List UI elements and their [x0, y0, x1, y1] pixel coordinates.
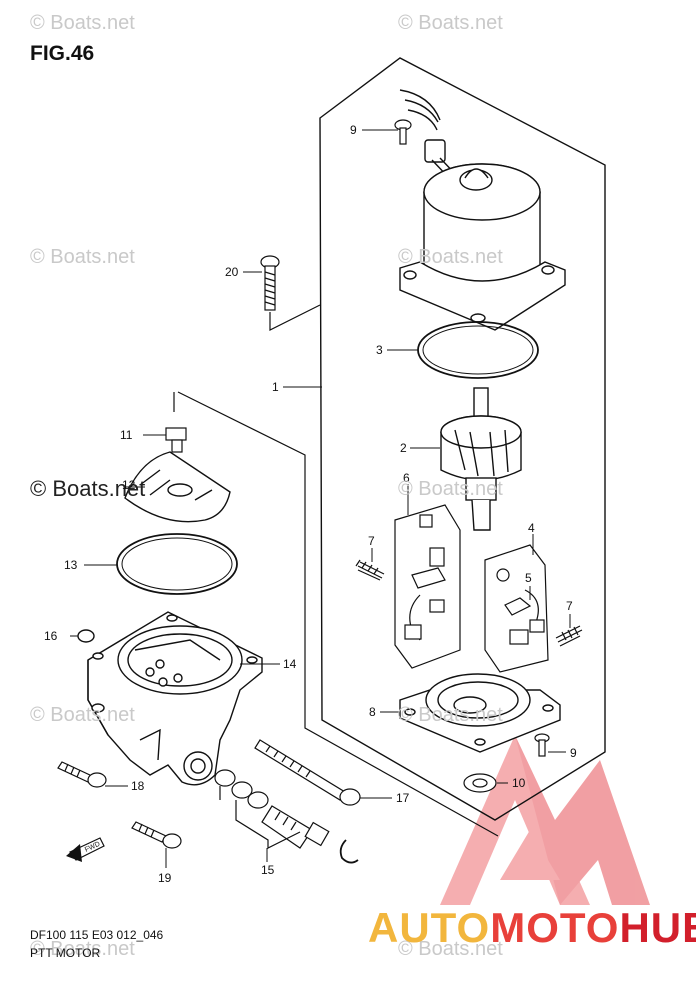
callout-14: 14: [283, 657, 297, 671]
brush-set-part-4: [484, 544, 549, 673]
automotohub-logo-icon: [440, 735, 650, 905]
plate-part-12: [124, 451, 231, 523]
watermark-1: © Boats.net: [30, 12, 135, 34]
motor-housing: [399, 89, 566, 331]
callout-8: 8: [369, 705, 376, 719]
watermark-5: © Boats.net: [398, 478, 503, 500]
brand-logo: AUTOMOTOHUB: [368, 904, 696, 952]
figure-title: FIG.46: [30, 42, 95, 65]
watermark-6: © Boats.net: [30, 704, 135, 726]
leader-lines: [70, 129, 571, 868]
spring-part-7-left: [355, 559, 385, 581]
spring-part-7-right: [555, 625, 583, 647]
diagram-name: PTT MOTOR: [30, 946, 101, 960]
callout-19: 19: [158, 871, 172, 885]
watermark-2: © Boats.net: [398, 12, 503, 34]
callout-labels: 9 20 1 3 2 6 4 5 7 7 8 9 10 11 13 14 16 …: [44, 123, 577, 885]
brand-part-1: AUTO: [368, 904, 491, 951]
callout-9-bottom: 9: [570, 746, 577, 760]
callout-17: 17: [396, 791, 410, 805]
armature-part-2: [440, 387, 522, 531]
callout-7-left: 7: [368, 534, 375, 548]
brush-holder-part-6: [394, 504, 461, 669]
callout-16: 16: [44, 629, 58, 643]
callout-5: 5: [525, 571, 532, 585]
callout-15: 15: [261, 863, 275, 877]
callout-10: 10: [512, 776, 526, 790]
watermark-dark: © Boats.net: [30, 476, 146, 501]
callout-2: 2: [400, 441, 407, 455]
callout-1: 1: [272, 380, 279, 394]
o-ring-part-3: [417, 321, 539, 379]
screw-part-9-bottom: [534, 733, 550, 757]
o-ring-part-13: [116, 533, 238, 595]
callout-20: 20: [225, 265, 239, 279]
bolt-part-18: [57, 761, 107, 788]
callout-7-right: 7: [566, 599, 573, 613]
bolt-part-20: [260, 255, 321, 331]
pump-body-part-14: [87, 611, 263, 786]
bolt-part-19: [131, 821, 182, 849]
diagram-code: DF100 115 E03 012_046: [30, 928, 164, 942]
bolt-part-17: [254, 739, 361, 806]
watermark-7: © Boats.net: [398, 704, 503, 726]
callout-13: 13: [64, 558, 78, 572]
callout-6: 6: [403, 471, 410, 485]
watermark-4: © Boats.net: [398, 246, 503, 268]
callout-3: 3: [376, 343, 383, 357]
callout-9-top: 9: [350, 123, 357, 137]
watermark-8: © Boats.net: [30, 938, 135, 960]
subassembly-outline: [177, 391, 499, 837]
assembly-outline: [319, 57, 606, 821]
screw-part-9-top: [394, 119, 412, 145]
seal-part-10: [463, 773, 497, 793]
watermark-3: © Boats.net: [30, 246, 135, 268]
brand-part-2: MOTO: [490, 904, 620, 951]
brand-part-3: HUB: [619, 904, 696, 951]
end-cover-part-8: [399, 673, 561, 753]
fwd-arrow-icon: FWD: [66, 837, 105, 862]
valve-part-15: [214, 769, 359, 864]
watermark-9: © Boats.net: [398, 938, 503, 960]
callout-18: 18: [131, 779, 145, 793]
callout-12: 12: [122, 478, 136, 492]
callout-11: 11: [120, 428, 133, 442]
callout-4: 4: [528, 521, 535, 535]
clip-part-11: [165, 427, 187, 453]
ring-part-16: [77, 629, 95, 643]
